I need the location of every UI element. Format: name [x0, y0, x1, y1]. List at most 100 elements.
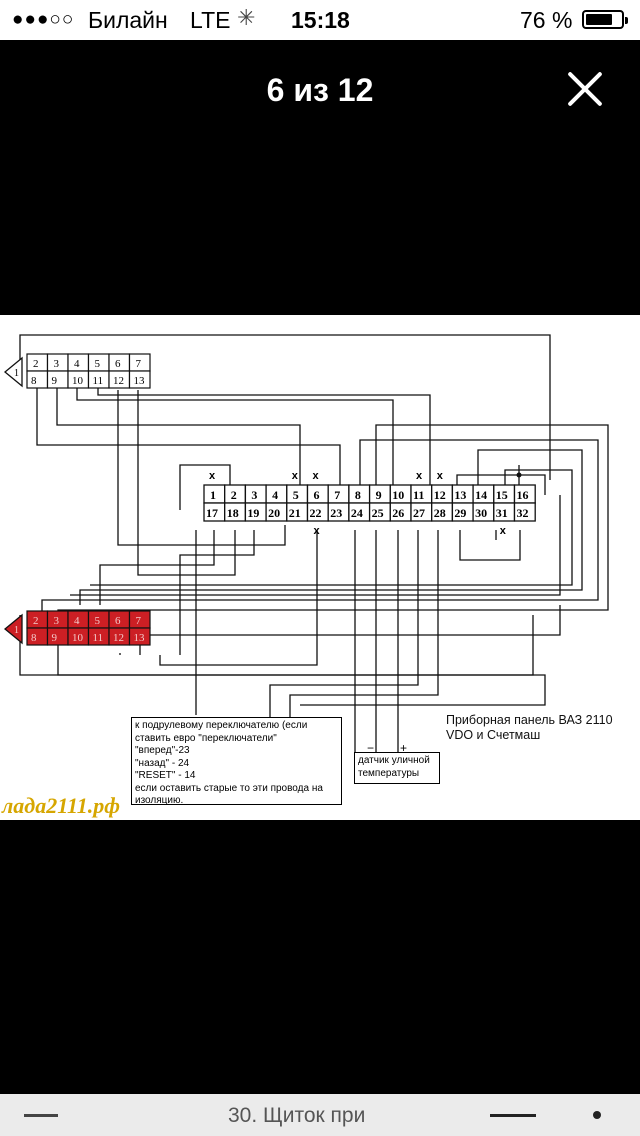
sensor-line1: датчик уличной	[358, 755, 430, 766]
top-connector-pin-label: 3	[54, 358, 60, 370]
wire	[139, 605, 561, 655]
wire	[269, 530, 419, 717]
top-connector-pin-label: 8	[31, 375, 37, 387]
note-line: ставить евро "переключатели"	[135, 732, 277, 744]
main-block-pin-label: 30	[475, 506, 487, 520]
no-connect-mark: x	[437, 470, 444, 482]
top-connector-pin-label: 4	[74, 358, 80, 370]
main-block-pin-label: 29	[454, 506, 466, 520]
red-connector-pin-label: 9	[52, 632, 58, 644]
top-connector-pin-label: 13	[134, 375, 146, 387]
panel-label-line2: VDO и Счетмаш	[446, 728, 541, 742]
sensor-plus-label: +	[400, 741, 407, 755]
close-icon[interactable]	[566, 70, 604, 108]
main-block-pin-label: 23	[330, 506, 342, 520]
wire	[41, 439, 599, 625]
sensor-line2: температуры	[358, 768, 420, 779]
main-block-pin-label: 9	[376, 488, 382, 502]
minus-icon-right[interactable]	[490, 1114, 536, 1117]
wire	[179, 530, 255, 655]
red-connector-pin-label: 11	[93, 632, 104, 644]
no-connect-mark: x	[416, 470, 423, 482]
note-line: изоляцию.	[135, 795, 184, 806]
wire	[159, 530, 318, 666]
wire	[137, 390, 236, 576]
wire	[19, 334, 551, 480]
top-connector-pin-label: 11	[93, 375, 104, 387]
main-block-pin-label: 3	[251, 488, 257, 502]
panel-label: Приборная панель ВАЗ 2110 VDO и Счетмаш	[446, 713, 613, 743]
main-block-pin-label: 15	[496, 488, 508, 502]
wire	[76, 375, 394, 495]
main-block-cell	[513, 502, 536, 522]
red-connector-pin-label: 13	[134, 632, 146, 644]
main-block-pin-label: 21	[289, 506, 301, 520]
main-block-pin-label: 26	[392, 506, 404, 520]
main-block-pin-label: 2	[231, 488, 237, 502]
red-connector-pin-label: 3	[54, 615, 60, 627]
wire	[459, 530, 521, 561]
red-connector-cell	[128, 627, 151, 646]
red-connector-pin-label: 7	[136, 615, 142, 627]
activity-spinner-icon: ✳	[237, 5, 256, 30]
wire	[90, 469, 573, 586]
minus-icon[interactable]	[24, 1114, 58, 1117]
wire	[36, 375, 341, 495]
top-connector-pin-label: 2	[33, 358, 39, 370]
bottom-toolbar: 30. Щиток при	[0, 1094, 640, 1136]
main-block-pin-label: 5	[293, 488, 299, 502]
note-line: если оставить старые то эти провода на	[135, 782, 323, 794]
main-block-pin-label: 13	[454, 488, 466, 502]
no-connect-mark: x	[313, 470, 320, 482]
main-block-pin-label: 24	[351, 506, 363, 520]
red-connector-pin-label: 12	[113, 632, 124, 644]
main-block-pin-label: 10	[392, 488, 404, 502]
main-block-pin-label: 8	[355, 488, 361, 502]
note-line: "вперед"-23	[135, 745, 190, 756]
battery-percent: 76 %	[520, 7, 573, 33]
top-connector-pin-label: 6	[115, 358, 121, 370]
dot-icon[interactable]	[593, 1111, 601, 1119]
toolbar-title: 30. Щиток при	[228, 1104, 366, 1127]
network-type: LTE	[190, 7, 231, 33]
top-connector-cell	[128, 370, 151, 389]
wire	[19, 615, 546, 706]
top-connector-pin-label: 9	[52, 375, 58, 387]
main-block-pin-label: 18	[227, 506, 239, 520]
no-connect-mark: x	[500, 525, 507, 537]
watermark: лада2111.рф	[2, 793, 121, 818]
sensor-box: датчик уличной температуры	[354, 752, 440, 784]
signal-strength-icon: ●●●○○	[12, 9, 75, 30]
status-bar: ●●●○○ Билайн LTE ✳ 15:18 76 %	[0, 0, 640, 40]
top-connector-pin-label: 1	[14, 368, 19, 379]
status-time: 15:18	[291, 7, 350, 33]
main-block-pin-label: 11	[413, 488, 424, 502]
wire	[99, 530, 215, 605]
page-title: 6 из 12	[266, 72, 374, 108]
carrier-name: Билайн	[88, 7, 168, 33]
note-line: "назад" - 24	[135, 757, 190, 769]
battery-icon	[582, 10, 628, 29]
red-connector-pin-label: 2	[33, 615, 39, 627]
red-connector-pin-label: 6	[115, 615, 121, 627]
main-block-pin-label: 17	[206, 506, 218, 520]
main-block-pin-label: 4	[272, 488, 278, 502]
main-block-pin-label: 14	[475, 488, 487, 502]
wire	[70, 495, 561, 596]
wire	[179, 464, 231, 510]
main-block-pin-label: 7	[334, 488, 340, 502]
red-connector-pin-label: 4	[74, 615, 80, 627]
red-connector-pin-label: 1	[14, 625, 19, 636]
main-block-pin-label: 22	[310, 506, 322, 520]
wire	[56, 375, 301, 510]
no-connect-mark: x	[209, 470, 216, 482]
main-block-pin-label: 32	[517, 506, 529, 520]
viewer-header: 6 из 12	[0, 40, 640, 140]
top-connector-pin-label: 12	[113, 375, 124, 387]
wire-junction-dot	[516, 472, 522, 478]
main-block-pin-label: 6	[314, 488, 320, 502]
note-line: "RESET" - 14	[135, 770, 196, 781]
top-connector-pin-label: 5	[95, 358, 101, 370]
